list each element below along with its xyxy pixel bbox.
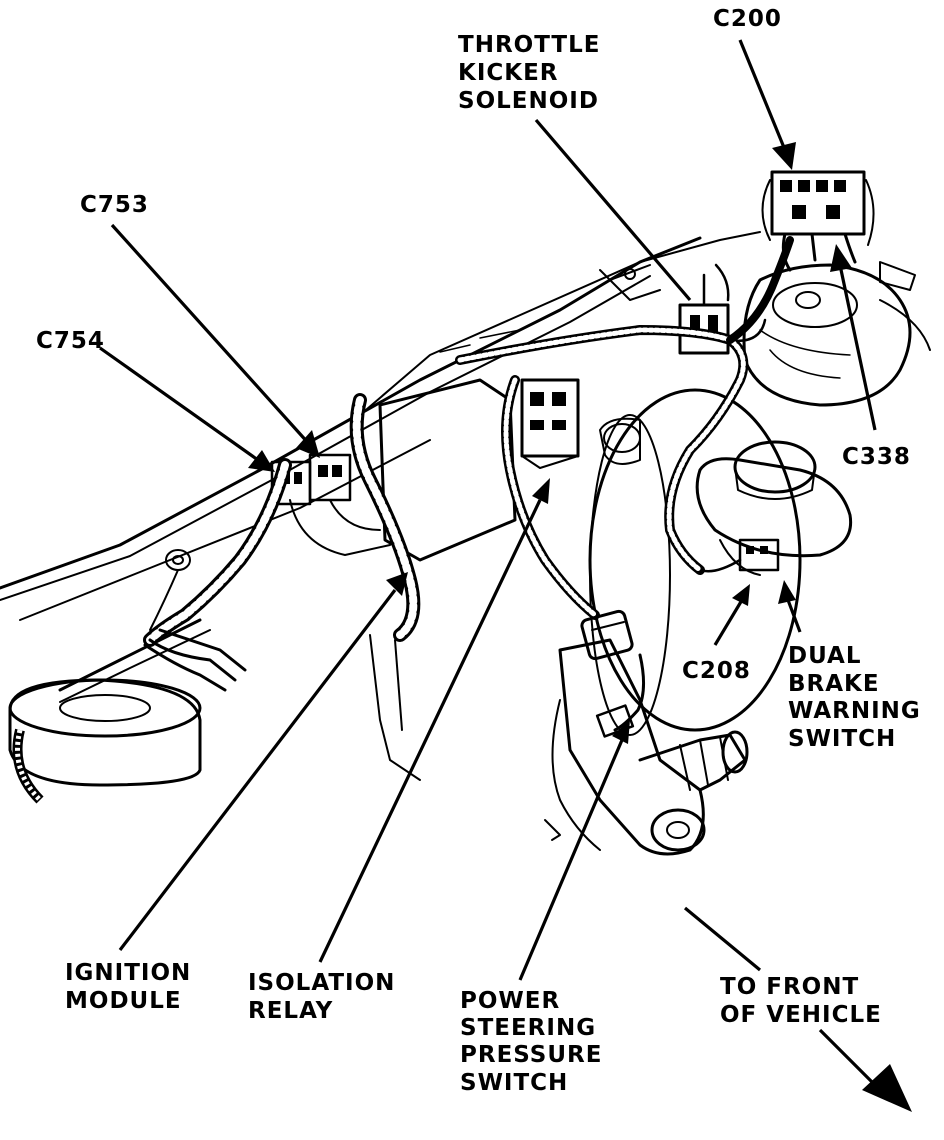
c753-arrowhead xyxy=(296,430,320,458)
brake-booster xyxy=(588,388,802,736)
c208-pointer xyxy=(713,599,744,646)
label-c753: C753 xyxy=(80,192,149,218)
label-isolation-relay: ISOLATION RELAY xyxy=(248,970,404,1024)
isolation-relay-pointer xyxy=(318,499,542,963)
dual-brake-pointer xyxy=(786,599,802,633)
isolation-relay-arrowhead xyxy=(532,478,550,504)
front-direction-arrow-line xyxy=(818,1028,882,1092)
power-steering-connector xyxy=(580,609,634,661)
labels: C200 THROTTLE KICKER SOLENOID C753 C754 … xyxy=(36,6,930,1096)
throttle-kicker-pointer xyxy=(534,118,692,302)
c754-pointer xyxy=(99,346,259,462)
label-power-steering-pressure-switch: POWER STEERING PRESSURE SWITCH xyxy=(460,988,612,1096)
c200-arrowhead xyxy=(772,142,796,170)
c338-arrowhead xyxy=(830,244,852,272)
dual-brake-switch-connector xyxy=(698,538,780,573)
master-cylinder xyxy=(695,440,853,576)
isolation-relay xyxy=(520,378,580,469)
front-direction-arrowhead xyxy=(862,1064,912,1112)
ignition-module-pointer xyxy=(118,589,397,951)
firewall-cowl xyxy=(0,231,761,781)
power-steering-arrowhead xyxy=(612,720,630,744)
front-direction-line xyxy=(683,906,762,972)
c338-pointer xyxy=(838,264,877,431)
c754-arrowhead xyxy=(248,450,275,472)
c200-connector-block xyxy=(761,170,875,272)
label-c208: C208 xyxy=(682,658,751,684)
ignition-module-arrowhead xyxy=(386,572,408,596)
c200-pointer xyxy=(738,39,787,151)
air-cleaner xyxy=(8,678,202,804)
label-throttle-kicker-solenoid: THROTTLE KICKER SOLENOID xyxy=(458,32,610,114)
label-c200: C200 xyxy=(713,6,782,32)
label-c338: C338 xyxy=(842,444,911,470)
c208-arrowhead xyxy=(732,584,750,606)
dual-brake-arrowhead xyxy=(778,580,796,604)
pointer-lines xyxy=(99,39,912,1112)
power-steering-pointer xyxy=(518,739,624,981)
label-to-front-of-vehicle: TO FRONT OF VEHICLE xyxy=(720,974,882,1028)
c753-pointer xyxy=(110,223,312,447)
label-ignition-module: IGNITION MODULE xyxy=(65,960,200,1014)
wire-harnesses xyxy=(143,236,794,732)
label-dual-brake-warning-switch: DUAL BRAKE WARNING SWITCH xyxy=(788,643,930,752)
label-c754: C754 xyxy=(36,328,105,354)
